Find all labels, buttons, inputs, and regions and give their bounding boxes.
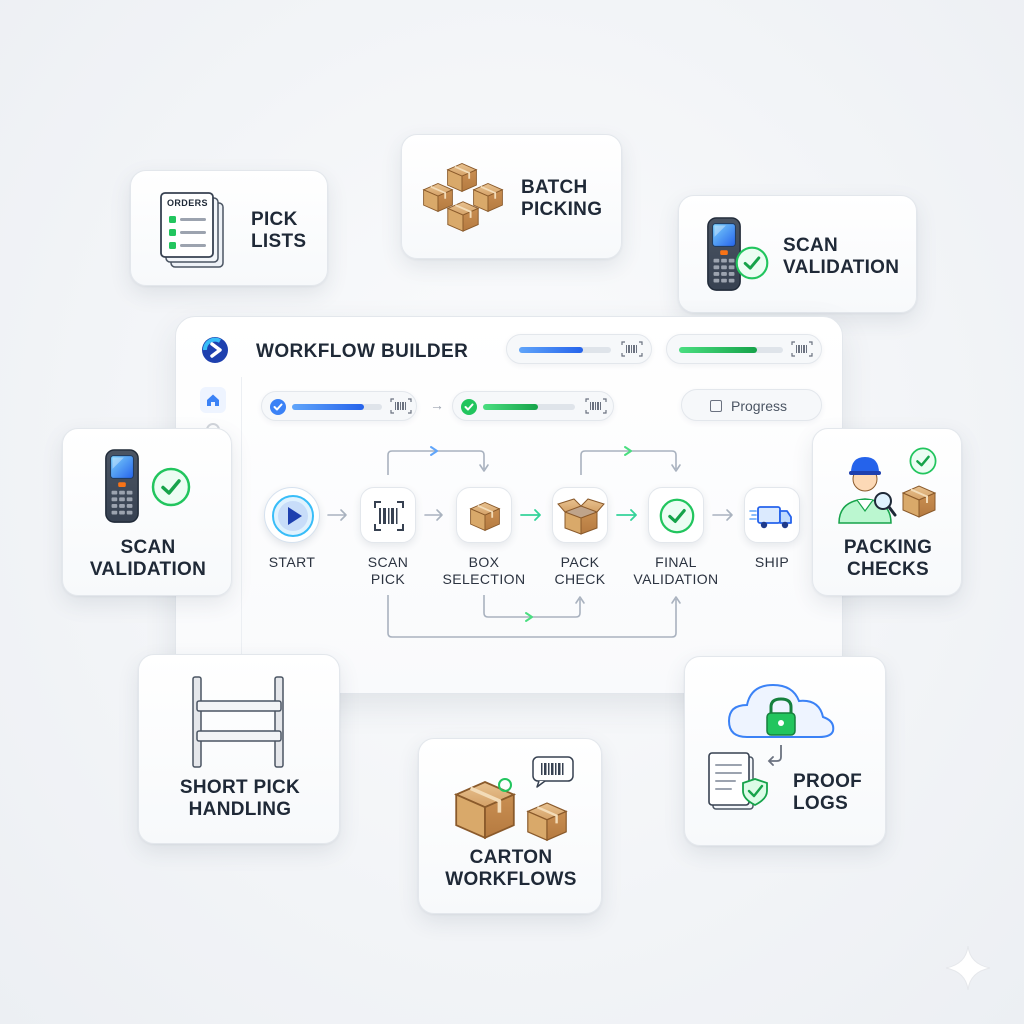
boxes-stack-icon bbox=[418, 157, 514, 239]
card-batch-picking[interactable]: BATCH PICKING bbox=[401, 134, 622, 259]
header-progress-fill-2 bbox=[679, 347, 757, 353]
progress-button-label: Progress bbox=[731, 398, 788, 414]
open-box-icon bbox=[557, 498, 605, 535]
orders-heading: ORDERS bbox=[167, 198, 208, 208]
card-scan-validation-right[interactable]: SCAN VALIDATION bbox=[678, 195, 917, 313]
filter-progress-fill-1 bbox=[292, 404, 364, 410]
filter-pill-1[interactable] bbox=[261, 391, 417, 421]
pick-lists-label: PICK LISTS bbox=[251, 209, 307, 253]
header-progress-track-1 bbox=[519, 347, 611, 353]
shelf-icon bbox=[187, 673, 293, 769]
filter-progress-track-1 bbox=[292, 404, 382, 410]
card-proof-logs[interactable]: PROOF LOGS bbox=[684, 656, 886, 846]
filter-pill-2[interactable] bbox=[452, 391, 614, 421]
card-scan-validation-left[interactable]: SCAN VALIDATION bbox=[62, 428, 232, 596]
card-pick-lists[interactable]: ORDERS PICK LISTS bbox=[130, 170, 328, 286]
step-label-final-validation: FINAL VALIDATION bbox=[633, 554, 719, 587]
step-label-pack-check: PACK CHECK bbox=[554, 554, 606, 587]
header-progress-pill-2[interactable] bbox=[666, 334, 822, 364]
header-progress-fill-1 bbox=[519, 347, 584, 353]
check-icon bbox=[461, 399, 477, 415]
step-label-box-selection: BOX SELECTION bbox=[442, 554, 526, 587]
document-icon bbox=[710, 400, 722, 412]
box-icon bbox=[469, 501, 501, 532]
arrow-right-icon: → bbox=[430, 397, 444, 413]
header-progress-track-2 bbox=[679, 347, 783, 353]
filter-progress-track-2 bbox=[483, 404, 575, 410]
orders-list-icon: ORDERS bbox=[159, 191, 229, 271]
app-logo bbox=[200, 335, 230, 365]
filter-progress-fill-2 bbox=[483, 404, 539, 410]
step-label-scan-pick: SCAN PICK bbox=[367, 554, 409, 587]
workflow-connectors bbox=[327, 446, 733, 638]
workflow-step-pack-check[interactable] bbox=[552, 487, 608, 543]
packing-checks-label: PACKING CHECKS bbox=[843, 537, 933, 581]
header-progress-pill-1[interactable] bbox=[506, 334, 652, 364]
short-pick-label: SHORT PICK HANDLING bbox=[179, 777, 301, 821]
cloud-lock-icon bbox=[707, 675, 867, 831]
scan-validation-right-label: SCAN VALIDATION bbox=[783, 235, 900, 279]
workflow-step-ship[interactable] bbox=[744, 487, 800, 543]
page-title: WORKFLOW BUILDER bbox=[256, 341, 469, 362]
proof-logs-label: PROOF LOGS bbox=[793, 771, 863, 815]
batch-picking-label: BATCH PICKING bbox=[521, 177, 603, 221]
workflow-step-box-selection[interactable] bbox=[456, 487, 512, 543]
home-icon[interactable] bbox=[200, 387, 226, 413]
barcode-icon bbox=[374, 501, 404, 531]
carton-icon bbox=[449, 753, 579, 845]
scan-validation-left-label: SCAN VALIDATION bbox=[89, 537, 207, 581]
scanner-check-icon bbox=[703, 212, 779, 298]
play-icon bbox=[272, 495, 314, 537]
sparkle-icon bbox=[944, 944, 992, 992]
step-label-ship: SHIP bbox=[754, 554, 790, 570]
carton-workflows-label: CARTON WORKFLOWS bbox=[445, 847, 577, 891]
scanner-check-icon bbox=[101, 445, 197, 527]
progress-button[interactable]: Progress bbox=[681, 389, 822, 421]
step-label-start: START bbox=[268, 554, 316, 570]
workflow-step-final-validation[interactable] bbox=[648, 487, 704, 543]
check-icon bbox=[270, 399, 286, 415]
workflow-step-scan-pick[interactable] bbox=[360, 487, 416, 543]
check-circle-icon bbox=[659, 498, 695, 534]
inspector-icon bbox=[835, 445, 943, 525]
workflow-builder-panel: WORKFLOW BUILDER → bbox=[175, 316, 843, 695]
card-short-pick-handling[interactable]: SHORT PICK HANDLING bbox=[138, 654, 340, 844]
card-packing-checks[interactable]: PACKING CHECKS bbox=[812, 428, 962, 596]
truck-icon bbox=[749, 506, 792, 529]
card-carton-workflows[interactable]: CARTON WORKFLOWS bbox=[418, 738, 602, 914]
workflow-step-start[interactable] bbox=[264, 487, 320, 543]
